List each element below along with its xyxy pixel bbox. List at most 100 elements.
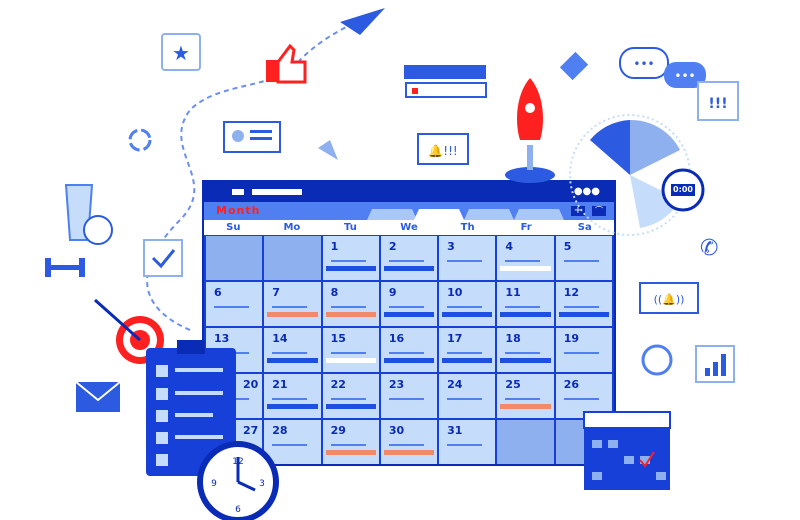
day-cell-28[interactable]: 28: [264, 420, 321, 464]
day-number: 3: [447, 240, 455, 253]
day-cell-8[interactable]: 8: [322, 282, 379, 326]
day-cell-21[interactable]: 21: [264, 374, 321, 418]
day-cell-23[interactable]: 23: [380, 374, 438, 418]
history-icon: [641, 344, 673, 376]
event-bar[interactable]: [500, 358, 551, 363]
day-cell-15[interactable]: 15: [322, 328, 379, 372]
event-bar[interactable]: [442, 312, 493, 317]
day-cell-12[interactable]: 12: [555, 282, 612, 326]
event-line: [563, 352, 599, 354]
pin-icon: [318, 140, 338, 160]
bell-notification-icon: [223, 121, 281, 153]
day-cell-24[interactable]: 24: [439, 374, 496, 418]
more-icon[interactable]: ●●●: [573, 186, 600, 197]
day-cell-2[interactable]: 2: [380, 236, 438, 280]
event-bar[interactable]: [267, 312, 318, 317]
day-cell-7[interactable]: 7: [264, 282, 321, 326]
day-cell-25[interactable]: 25: [497, 374, 554, 418]
event-bar[interactable]: [325, 312, 376, 317]
day-number: 11: [505, 286, 521, 299]
day-cell-10[interactable]: 10: [439, 282, 496, 326]
event-bar[interactable]: [325, 450, 376, 455]
event-bar[interactable]: [325, 358, 376, 363]
event-bar[interactable]: [325, 404, 376, 409]
event-bar[interactable]: [500, 266, 551, 271]
day-cell-6[interactable]: 6: [206, 282, 263, 326]
event-line: [563, 260, 599, 262]
event-bar[interactable]: [267, 404, 318, 409]
event-bar[interactable]: [500, 312, 551, 317]
title-bar-icon: [232, 189, 244, 195]
day-number: 4: [505, 240, 514, 253]
add-icon[interactable]: +: [571, 206, 585, 216]
empty-day-cell[interactable]: [206, 236, 263, 280]
svg-text:6: 6: [235, 505, 241, 515]
event-line: [272, 444, 308, 446]
tab-3[interactable]: [464, 209, 514, 220]
bell-message-icon: ((🔔)): [639, 282, 699, 314]
event-line: [563, 306, 599, 308]
day-number: 28: [272, 424, 288, 437]
weekday-mo: Mo: [283, 222, 301, 233]
day-cell-31[interactable]: 31: [439, 420, 496, 464]
day-number: 30: [388, 424, 405, 437]
day-cell-29[interactable]: 29: [322, 420, 379, 464]
day-cell-5[interactable]: 5: [555, 236, 612, 280]
event-line: [214, 306, 249, 308]
day-cell-22[interactable]: 22: [322, 374, 379, 418]
event-line: [272, 398, 308, 400]
refresh-icon[interactable]: ⌒: [592, 206, 606, 216]
tab-1[interactable]: [367, 209, 417, 220]
day-cell-4[interactable]: 4: [497, 236, 554, 280]
event-bar[interactable]: [267, 358, 318, 363]
day-cell-9[interactable]: 9: [380, 282, 438, 326]
day-number: 27: [242, 424, 259, 437]
svg-text:12: 12: [232, 457, 243, 467]
weekday-sa: Sa: [577, 222, 592, 233]
svg-text:★: ★: [172, 41, 190, 65]
phone-icon: ✆: [700, 236, 718, 261]
day-cell-3[interactable]: 3: [439, 236, 496, 280]
event-line: [330, 260, 366, 262]
event-bar[interactable]: [500, 404, 551, 409]
tab-4[interactable]: [514, 209, 564, 220]
event-bar[interactable]: [442, 358, 493, 363]
day-cell-11[interactable]: 11: [497, 282, 554, 326]
svg-text:3: 3: [259, 479, 265, 489]
dumbbell-icon: [45, 258, 85, 277]
event-bar[interactable]: [558, 312, 609, 317]
empty-day-cell[interactable]: [264, 236, 321, 280]
event-bar[interactable]: [383, 266, 435, 271]
event-line: [272, 306, 308, 308]
day-number: 9: [388, 286, 397, 299]
tab-2-active[interactable]: [414, 209, 464, 220]
event-bar[interactable]: [383, 312, 435, 317]
day-number: 13: [214, 332, 230, 345]
day-number: 22: [330, 378, 346, 391]
event-line: [388, 260, 424, 262]
event-bar[interactable]: [383, 358, 435, 363]
day-cell-30[interactable]: 30: [380, 420, 438, 464]
svg-text:•••: •••: [674, 69, 695, 83]
day-cell-19[interactable]: 19: [555, 328, 612, 372]
day-cell-26[interactable]: 26: [555, 374, 612, 418]
day-cell-14[interactable]: 14: [264, 328, 321, 372]
day-number: 24: [447, 378, 463, 391]
event-line: [388, 444, 424, 446]
event-bar[interactable]: [383, 450, 435, 455]
weekday-tu: Tu: [344, 222, 357, 233]
day-number: 12: [563, 286, 580, 299]
star-icon: ★: [161, 33, 201, 71]
day-cell-17[interactable]: 17: [439, 328, 496, 372]
day-cell-1[interactable]: 1: [322, 236, 379, 280]
empty-day-cell[interactable]: [497, 420, 554, 464]
event-bar[interactable]: [325, 266, 376, 271]
event-line: [447, 444, 483, 446]
day-cell-18[interactable]: 18: [497, 328, 554, 372]
day-number: 1: [330, 240, 339, 253]
day-cell-16[interactable]: 16: [380, 328, 438, 372]
price-tag-icon: [559, 51, 589, 81]
